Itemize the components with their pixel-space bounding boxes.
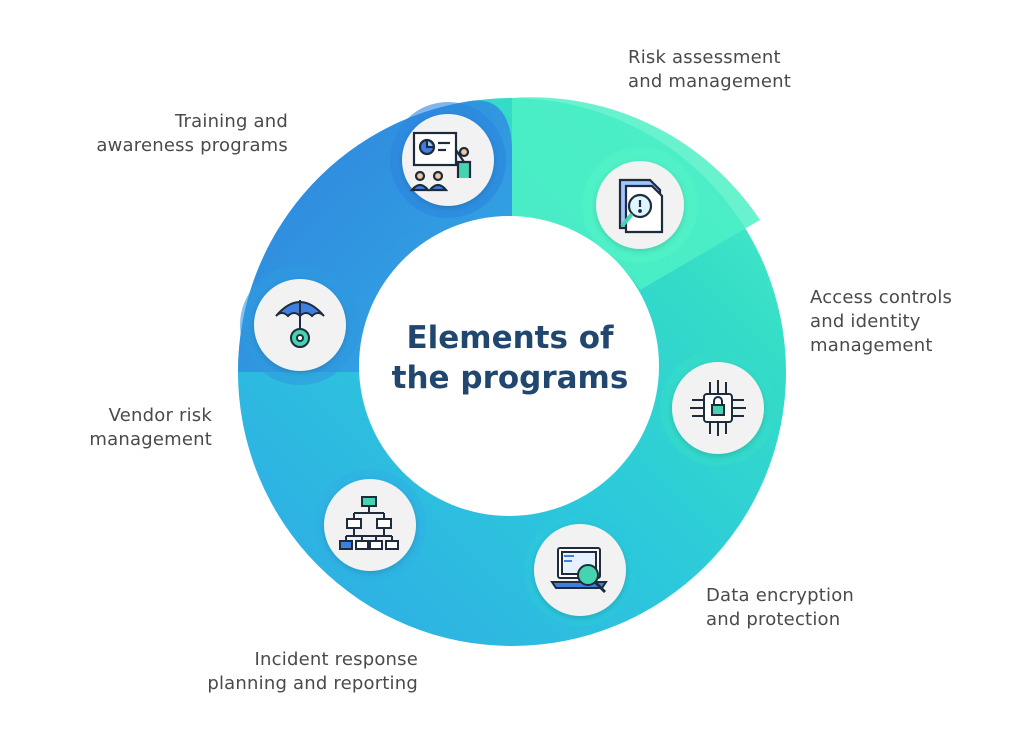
laptop-lock-icon	[550, 547, 608, 594]
document-magnifier-icon	[618, 178, 664, 234]
label-vendor: Vendor risk management	[89, 405, 212, 450]
org-chart-icon	[339, 496, 399, 550]
center-title-line2: the programs	[391, 360, 629, 396]
presentation-icon	[409, 131, 472, 192]
label-access: Access controls and identity management	[810, 287, 953, 356]
label-encryption: Data encryption and protection	[706, 585, 855, 630]
umbrella-gear-icon	[275, 300, 325, 348]
center-circle	[359, 216, 659, 516]
chip-lock-icon	[690, 380, 746, 436]
label-training: Training and awareness programs	[96, 111, 288, 156]
center-title: Elements of the programs	[360, 318, 660, 398]
center-title-line1: Elements of	[406, 320, 614, 356]
label-risk: Risk assessment and management	[628, 47, 791, 92]
badge-incident	[314, 469, 426, 581]
label-incident: Incident response planning and reporting	[207, 649, 418, 694]
